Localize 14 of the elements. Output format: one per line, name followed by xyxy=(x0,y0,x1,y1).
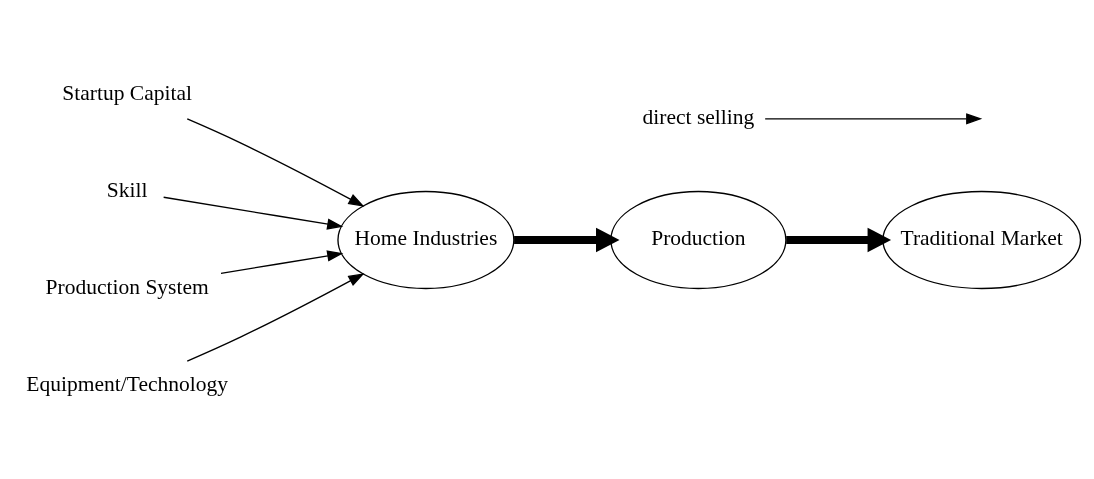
arrow xyxy=(220,249,344,274)
arrow xyxy=(786,227,892,252)
arrow xyxy=(186,117,365,207)
arrow xyxy=(764,112,983,124)
node-ellipse: Traditional Market xyxy=(882,190,1082,289)
node-ellipse: Production xyxy=(610,190,787,289)
arrow xyxy=(162,196,344,230)
arrow xyxy=(514,227,620,252)
node-text: Skill xyxy=(106,177,148,202)
node-text: direct selling xyxy=(642,104,755,129)
node-text: Equipment/Technology xyxy=(26,371,228,395)
node-text: Startup Capital xyxy=(62,80,193,105)
node-text: Production System xyxy=(45,274,209,299)
arrow xyxy=(186,272,365,362)
